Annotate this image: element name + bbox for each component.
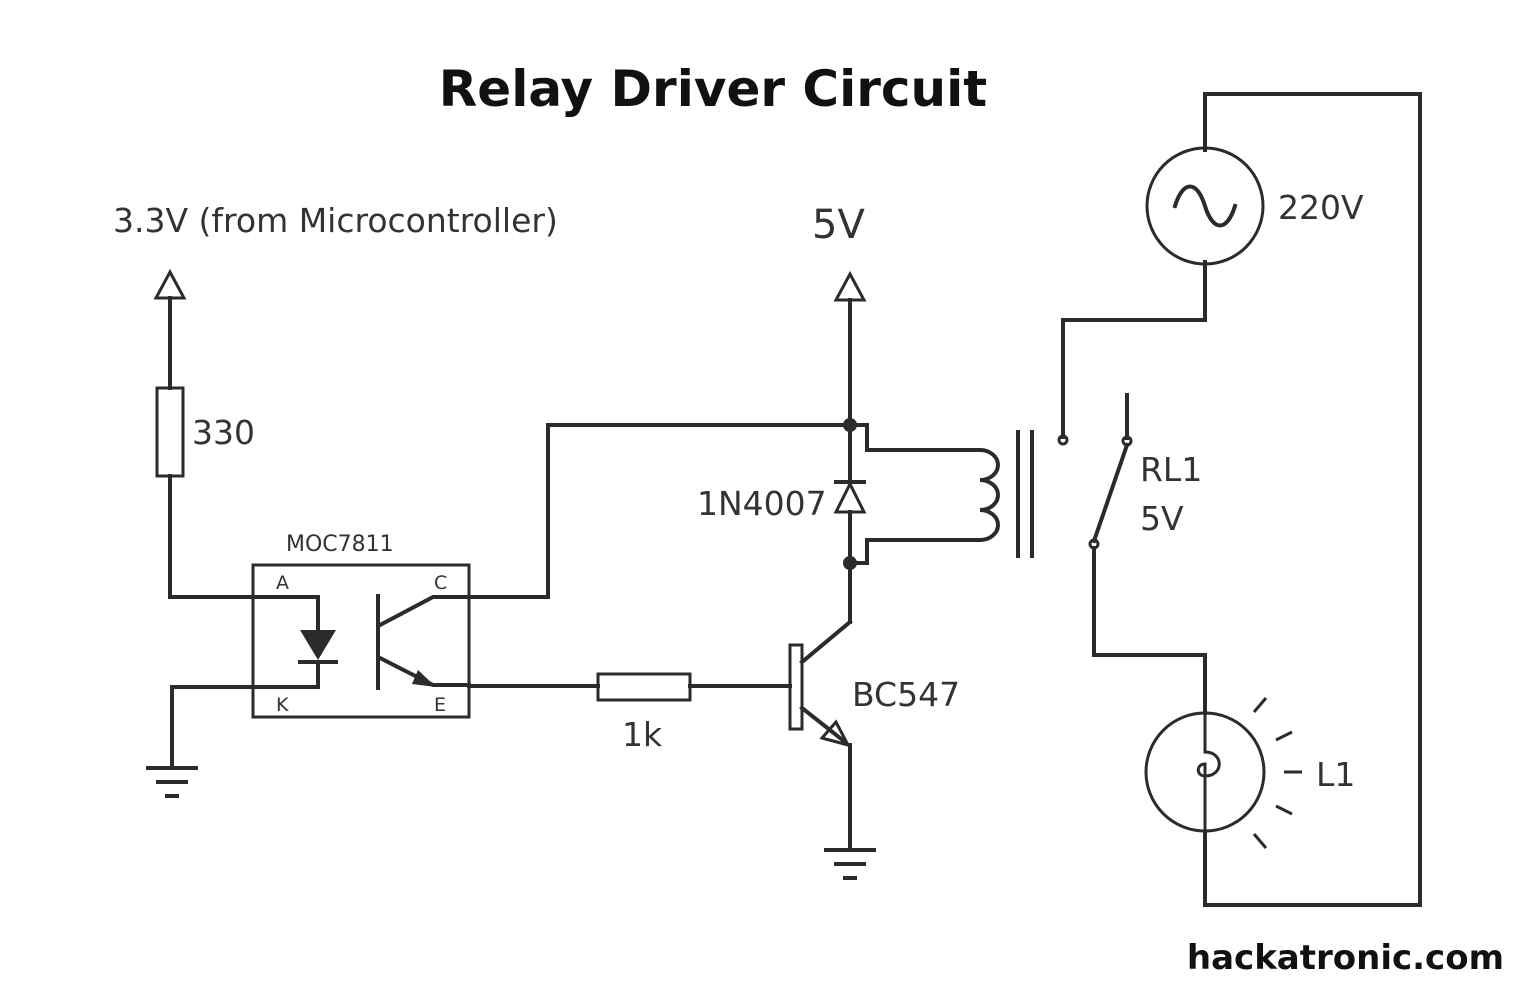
wire-relay-contact-to-source [1061,260,1207,439]
diagram-title: Relay Driver Circuit [439,60,987,118]
transistor-label: BC547 [852,675,960,714]
opto-pin-k: K [276,694,289,716]
relay-core-symbol [1016,430,1034,558]
opto-led-symbol [298,630,338,664]
diode-label: 1N4007 [697,484,827,523]
wire-collector-to-5v [467,423,852,599]
opto-phototransistor-symbol [376,594,471,690]
ground-left-symbol [146,766,198,798]
supply-3v3-label: 3.3V (from Microcontroller) [113,201,558,240]
ac-source-symbol [1145,146,1265,266]
relay-voltage-label: 5V [1140,499,1184,538]
transistor-bc547-symbol [788,619,853,748]
wire-source-top-loop [1203,92,1422,907]
relay-coil-symbol [977,447,1000,543]
optocoupler-label: MOC7811 [286,532,394,557]
lamp-label: L1 [1316,755,1355,794]
supply-3v3-arrow [153,268,187,390]
sine-wave-icon [1172,184,1238,228]
resistor-330-label: 330 [192,413,255,452]
opto-pin-a: A [276,572,289,594]
optocoupler-body [251,563,471,719]
supply-5v-label: 5V [812,202,865,248]
wire-coil-top [848,423,982,452]
opto-pin-c: C [434,572,447,594]
wire-relay-to-lamp [1092,546,1207,715]
wire-coil-bottom [848,538,982,565]
resistor-330 [155,386,185,478]
resistor-1k [596,672,692,702]
resistor-1k-label: 1k [622,715,663,754]
ground-right-symbol [824,848,876,880]
diode-1n4007-symbol [833,480,867,514]
ac-source-label: 220V [1278,188,1364,227]
lamp-light-rays-icon [1252,697,1302,849]
watermark: hackatronic.com [1187,938,1504,978]
relay-contact-no [1057,434,1069,446]
relay-name-label: RL1 [1140,450,1202,489]
relay-switch-blade [1091,442,1130,544]
lamp-filament-icon [1196,713,1221,832]
supply-5v-arrow [833,270,867,427]
wire-cathode-to-ground [170,660,320,770]
wire-r330-to-anode [168,474,320,632]
opto-pin-e: E [434,694,446,716]
